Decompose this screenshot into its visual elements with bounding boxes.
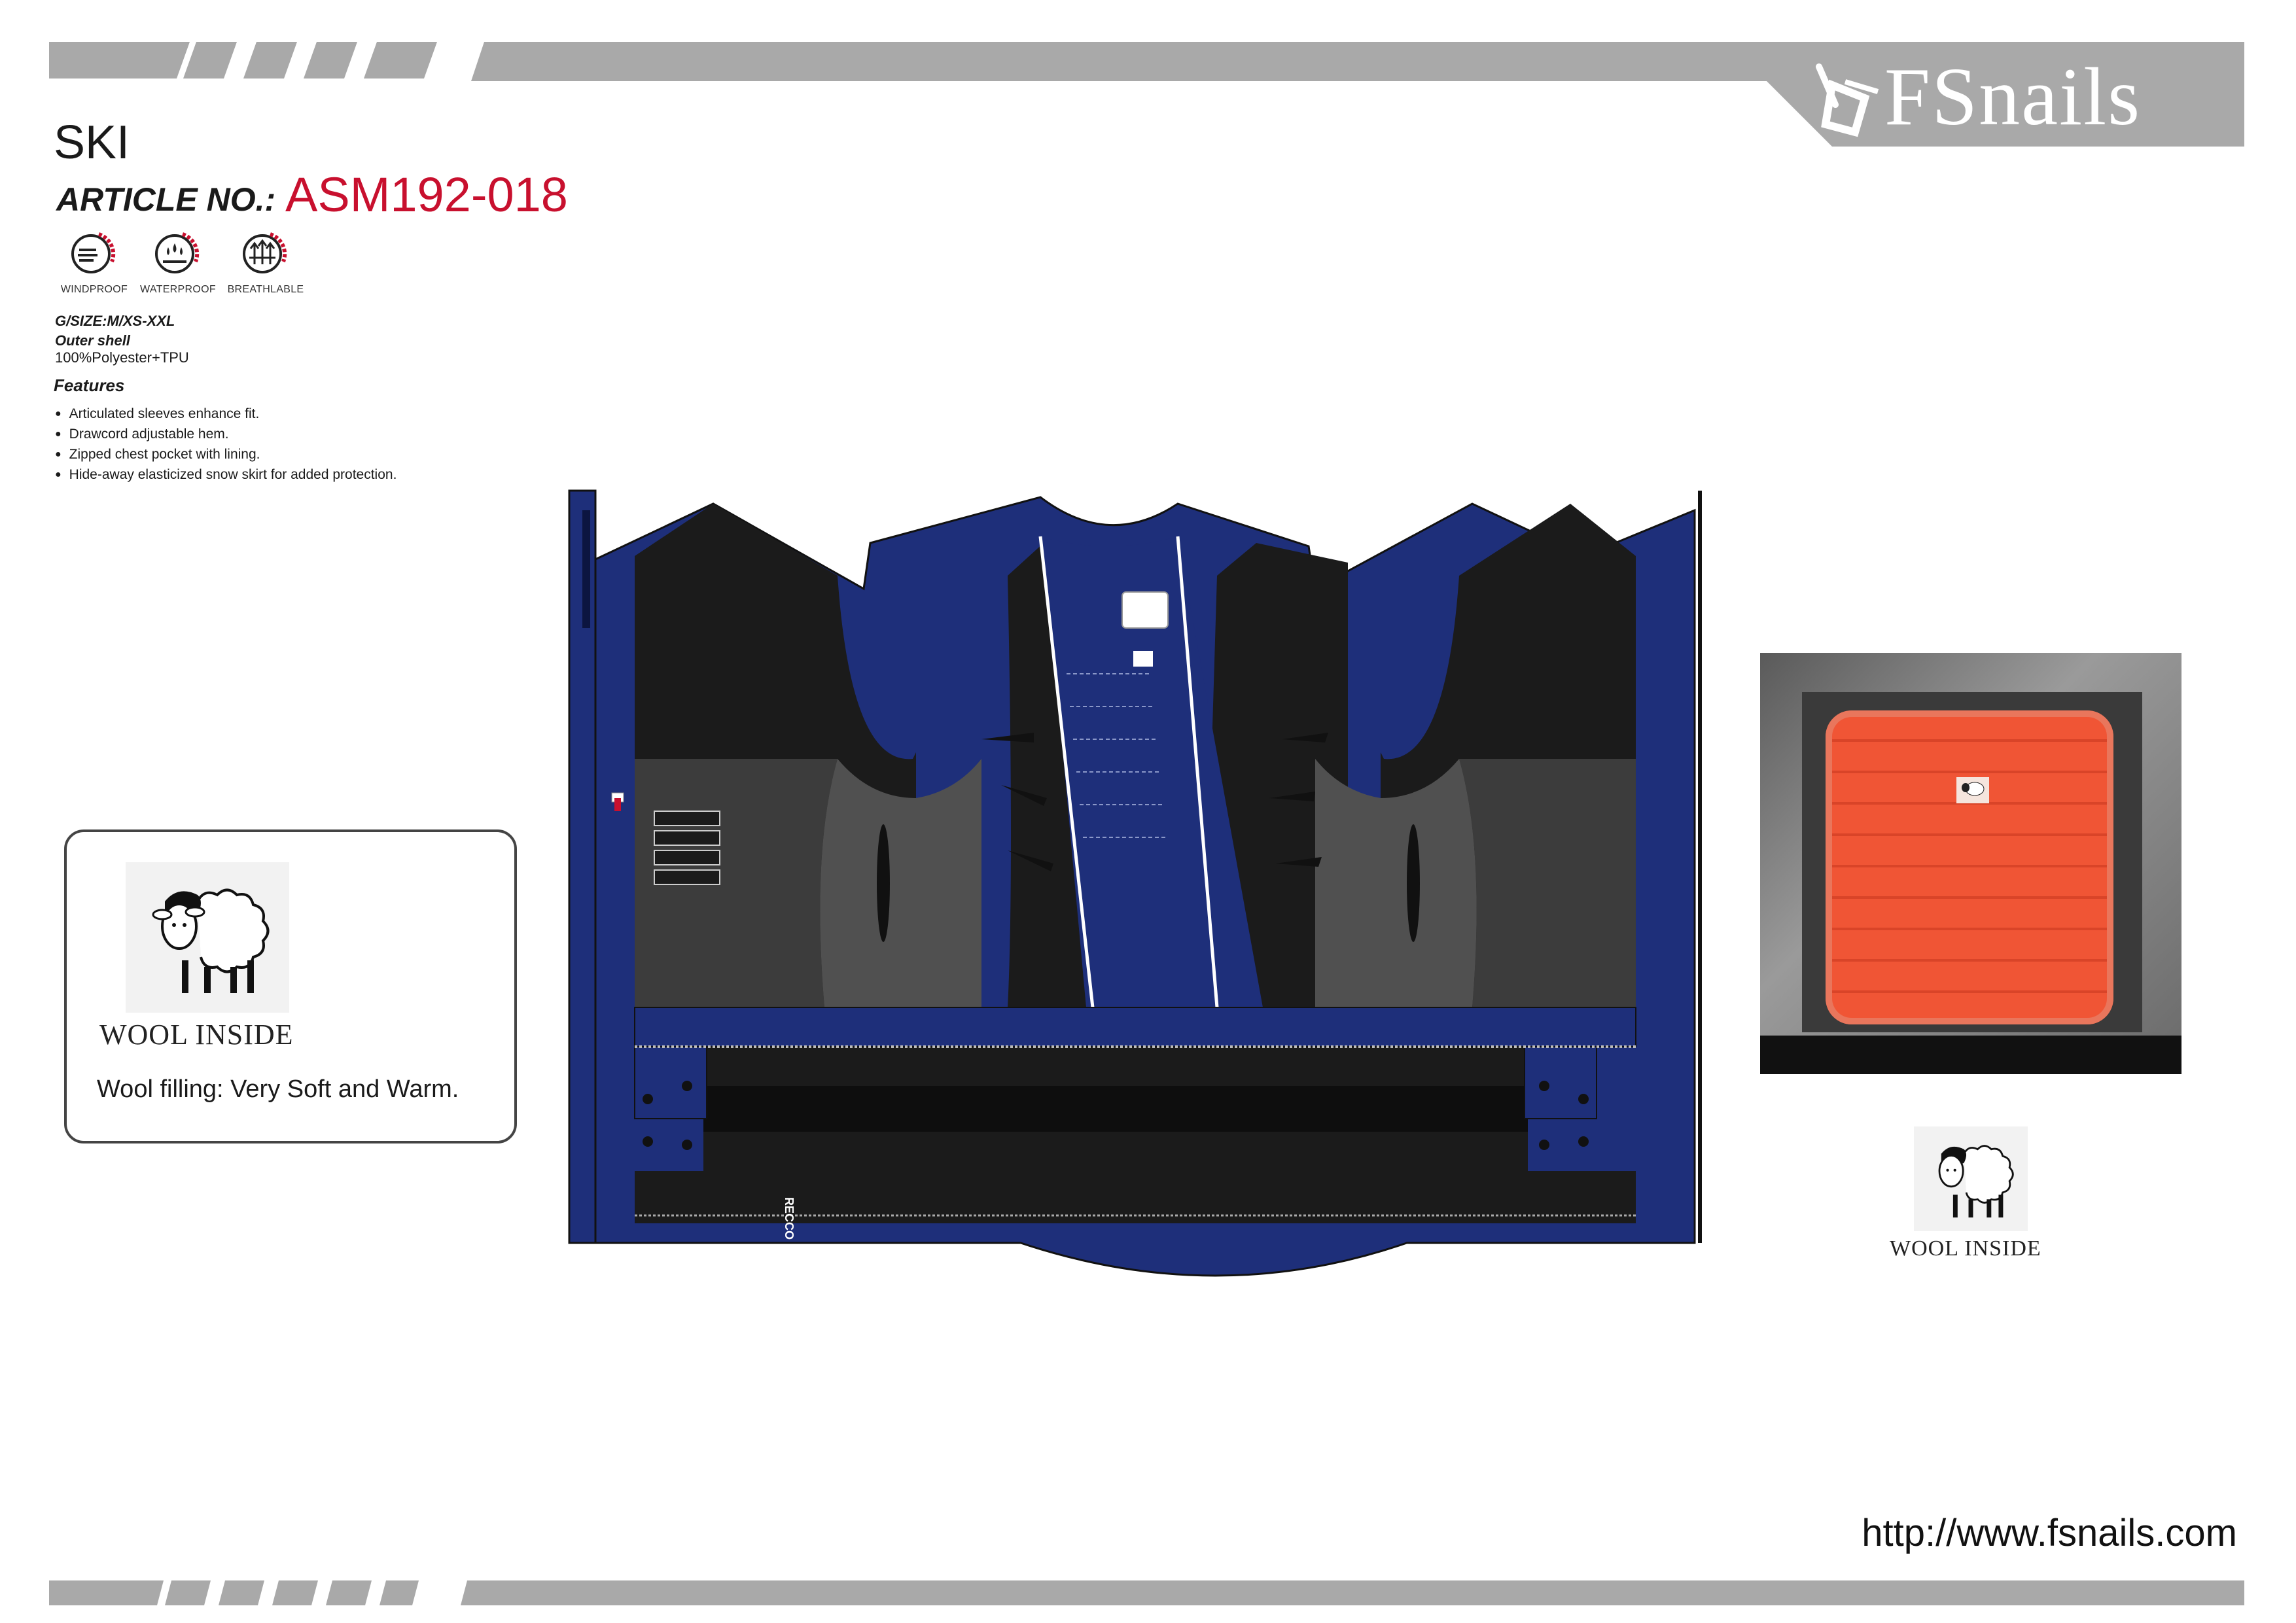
- waterproof-icon: [155, 232, 200, 273]
- shell-label: Outer shell: [55, 332, 130, 349]
- property-breathable: BREATHLABLE: [220, 228, 311, 296]
- wool-inside-badge: WOOL INSIDE: [99, 1019, 294, 1051]
- brand-name: FSnails: [1884, 52, 2142, 143]
- photo-wool-badge: WOOL INSIDE: [1890, 1236, 2041, 1261]
- footer-band: [49, 1580, 2244, 1605]
- wool-info-card: WOOL INSIDE Wool filling: Very Soft and …: [64, 829, 517, 1143]
- website-url[interactable]: http://www.fsnails.com: [1862, 1512, 2237, 1554]
- property-waterproof: WATERPROOF: [132, 228, 224, 296]
- sheep-icon: [126, 862, 289, 1013]
- article-label: ARTICLE NO.:: [56, 181, 276, 218]
- waterproof-label: WATERPROOF: [140, 284, 216, 295]
- feature-item: Zipped chest pocket with lining.: [55, 445, 397, 465]
- wool-description: Wool filling: Very Soft and Warm.: [97, 1075, 459, 1103]
- windproof-icon: [71, 232, 116, 273]
- product-category: SKI: [54, 116, 130, 169]
- snail-logo-icon: [1816, 63, 1879, 137]
- breathable-label: BREATHLABLE: [227, 284, 304, 295]
- article-number: ASM192-018: [285, 167, 568, 222]
- jacket-inside-drawing: RECCO: [568, 489, 1702, 1277]
- size-spec: G/SIZE:M/XS-XXL: [55, 313, 175, 329]
- feature-item: Articulated sleeves enhance fit.: [55, 404, 397, 425]
- windproof-label: WINDPROOF: [60, 284, 128, 295]
- insulation-photo: [1760, 653, 2181, 1074]
- insulation-pad: [1826, 710, 2113, 1024]
- recco-mark: RECCO: [783, 1197, 796, 1240]
- breathable-icon: [243, 232, 287, 273]
- features-list: Articulated sleeves enhance fit. Drawcor…: [55, 404, 397, 485]
- brand-logo: FSnails: [1806, 46, 2238, 144]
- sheep-tag-icon: [1956, 777, 1989, 803]
- feature-item: Drawcord adjustable hem.: [55, 425, 397, 445]
- header-band: [49, 42, 2244, 147]
- shell-value: 100%Polyester+TPU: [55, 349, 189, 366]
- sheep-icon: [1914, 1126, 2028, 1231]
- property-windproof: WINDPROOF: [48, 228, 140, 296]
- features-title: Features: [54, 375, 125, 395]
- feature-item: Hide-away elasticized snow skirt for add…: [55, 465, 397, 485]
